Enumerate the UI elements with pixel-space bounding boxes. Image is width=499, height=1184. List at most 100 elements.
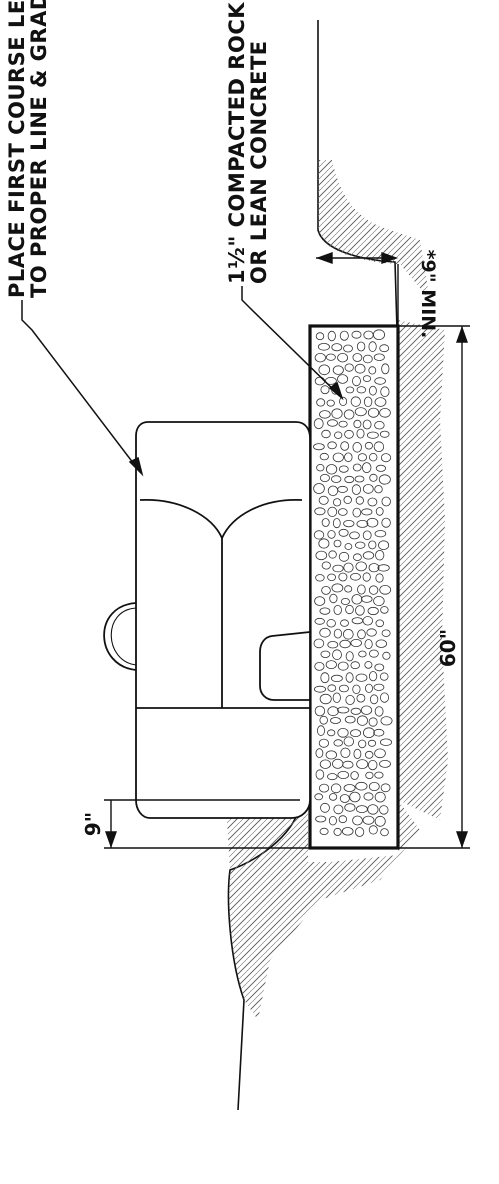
pebble: [327, 773, 338, 781]
pebble: [343, 519, 355, 528]
pebble: [379, 672, 389, 681]
pebble: [379, 407, 391, 418]
pebble: [331, 583, 344, 593]
pebble: [366, 431, 379, 439]
pebble: [315, 815, 327, 823]
pebble: [333, 739, 343, 747]
pebble: [356, 428, 365, 439]
pebble: [338, 420, 348, 428]
pebble: [343, 409, 355, 420]
pebble: [344, 803, 356, 812]
pebble: [314, 353, 326, 363]
pebble: [345, 651, 354, 662]
pebble: [352, 553, 362, 561]
pebble: [327, 419, 338, 427]
pebble: [350, 572, 361, 581]
pebble: [367, 804, 379, 815]
pebble: [319, 627, 331, 638]
pebble: [368, 671, 378, 682]
pebble: [319, 715, 328, 725]
pebble: [380, 783, 391, 793]
pebble: [368, 341, 377, 352]
pebble: [350, 729, 362, 737]
pebble: [314, 507, 326, 516]
pebble: [320, 385, 330, 395]
pebble: [373, 441, 385, 453]
pebble: [332, 518, 341, 529]
pebble: [380, 828, 389, 837]
pebble: [350, 639, 362, 648]
pebble: [339, 396, 348, 406]
pebble: [354, 407, 367, 417]
pebble: [330, 674, 343, 683]
pebble: [373, 596, 385, 607]
pebble: [319, 827, 329, 836]
pebble: [363, 396, 373, 408]
pebble: [338, 465, 349, 473]
pebble: [374, 771, 384, 779]
pebble: [339, 639, 351, 649]
pebble: [368, 825, 378, 835]
earth-hatch-front: [226, 800, 420, 1020]
pebble: [368, 782, 380, 792]
pebble: [332, 564, 344, 573]
pebble: [318, 538, 330, 549]
pebble: [354, 827, 365, 837]
pebble: [328, 793, 338, 801]
pebble: [344, 363, 354, 372]
pebble: [356, 693, 366, 703]
pebble: [349, 531, 360, 540]
pebble: [363, 792, 374, 801]
pebble: [337, 727, 349, 738]
earth-hatch-upper: [318, 160, 430, 300]
rock-base-label-line2: OR LEAN CONCRETE: [247, 40, 271, 284]
pebble: [358, 739, 367, 749]
pebble: [349, 791, 361, 803]
pebble: [313, 685, 326, 693]
pebble: [375, 507, 384, 516]
pebble: [315, 550, 328, 561]
pebble: [368, 366, 377, 375]
pebble: [368, 540, 377, 550]
pebble: [327, 573, 337, 581]
pebble: [353, 748, 362, 760]
pebble: [364, 441, 373, 450]
pebble: [328, 550, 337, 559]
pebble: [373, 683, 385, 691]
pebble: [362, 727, 375, 738]
pebble: [366, 517, 379, 528]
pebble: [368, 563, 380, 573]
pebble: [345, 386, 355, 394]
pebble: [380, 386, 390, 398]
pebble: [375, 573, 384, 583]
pebble: [357, 584, 366, 595]
pebble: [314, 793, 324, 801]
pebble: [368, 759, 378, 771]
pebble: [350, 661, 360, 670]
pebble: [356, 715, 368, 726]
pebble: [332, 365, 344, 375]
pebble: [340, 747, 351, 759]
pebble: [345, 695, 355, 706]
pebble: [381, 496, 391, 507]
pebble: [340, 441, 350, 451]
pebble: [367, 606, 379, 616]
pebble: [337, 771, 350, 780]
pebble: [369, 694, 379, 705]
pebble: [364, 683, 373, 693]
pebble: [380, 716, 393, 726]
pebble: [330, 783, 342, 794]
pebble: [369, 453, 378, 462]
pebble: [362, 616, 374, 626]
pebble: [368, 649, 379, 658]
pebble: [364, 639, 373, 650]
pebble: [367, 407, 380, 418]
pebble: [313, 483, 325, 494]
pebble: [340, 598, 350, 606]
pebble: [316, 464, 325, 472]
base-width-dimension: [398, 325, 470, 849]
pebble: [341, 827, 354, 836]
pebble: [338, 551, 350, 562]
pebble: [319, 452, 329, 461]
pebble: [338, 684, 349, 693]
